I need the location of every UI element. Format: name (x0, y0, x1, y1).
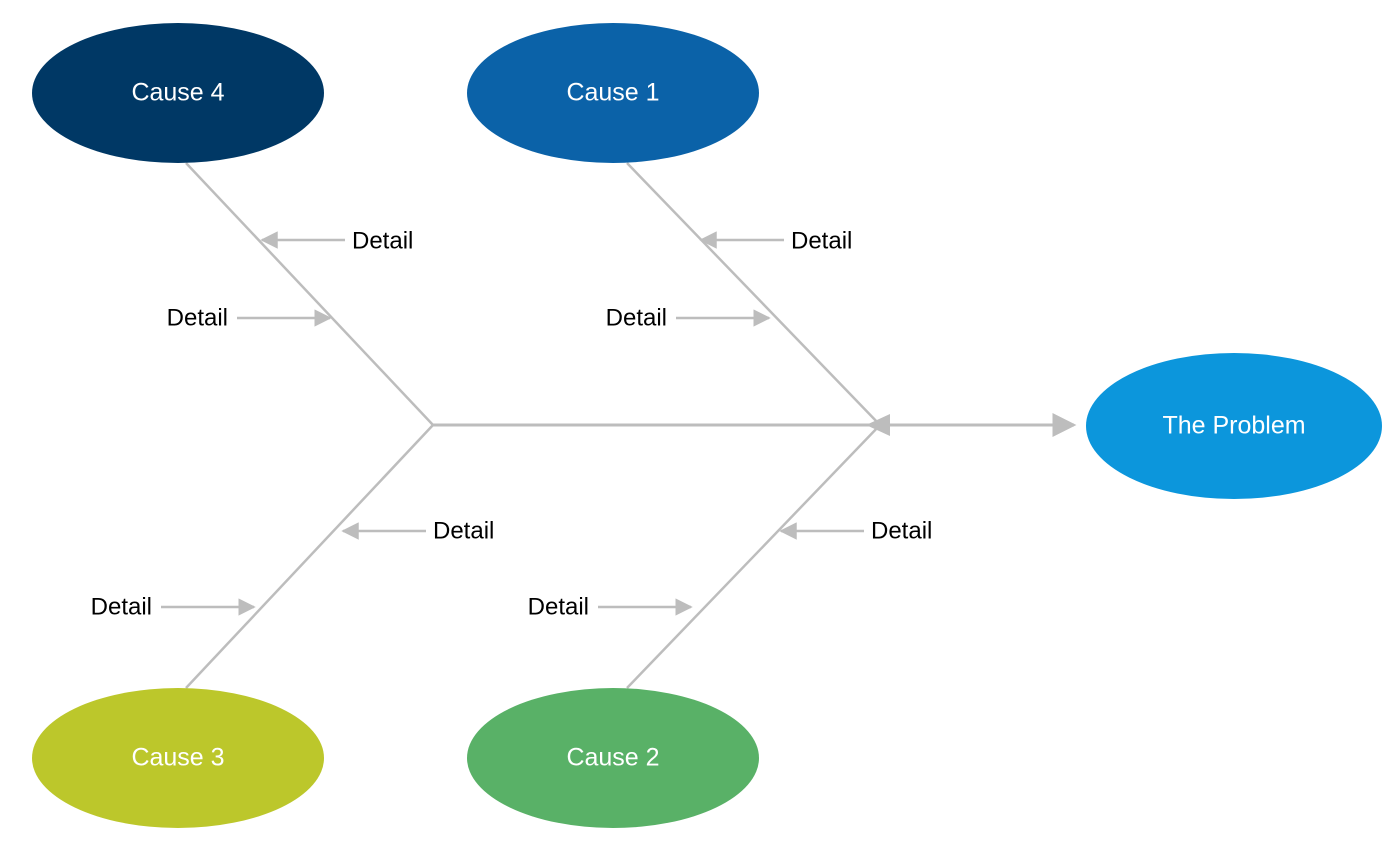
detail-label-c3-upper[interactable]: Detail (433, 517, 494, 544)
problem-ellipse[interactable] (1086, 353, 1382, 499)
cause-2-label: Cause 2 (566, 744, 659, 772)
detail-label-c4-lower[interactable]: Detail (167, 304, 228, 331)
cause-node-cause-3[interactable]: Cause 3 (32, 688, 324, 828)
detail-label-c1-lower[interactable]: Detail (606, 304, 667, 331)
problem-label: The Problem (1162, 412, 1305, 440)
cause-1-label: Cause 1 (566, 79, 659, 107)
cause-1-ellipse[interactable] (467, 23, 759, 163)
problem-node[interactable]: The Problem (1086, 353, 1382, 499)
detail-label-c4-upper[interactable]: Detail (352, 227, 413, 254)
spine-mid-arrowhead (866, 414, 890, 436)
detail-label-c2-upper[interactable]: Detail (871, 517, 932, 544)
detail-label-c1-upper[interactable]: Detail (791, 227, 852, 254)
bone-lines (185, 162, 881, 689)
detail-label-c2-lower[interactable]: Detail (528, 593, 589, 620)
cause-3-label: Cause 3 (131, 744, 224, 772)
cause-node-cause-2[interactable]: Cause 2 (467, 688, 759, 828)
cause-4-label: Cause 4 (131, 79, 224, 107)
cause-4-ellipse[interactable] (32, 23, 324, 163)
bone-line-cause-4 (185, 162, 434, 426)
cause-2-ellipse[interactable] (467, 688, 759, 828)
cause-node-cause-1[interactable]: Cause 1 (467, 23, 759, 163)
cause-3-ellipse[interactable] (32, 688, 324, 828)
bone-line-cause-2 (626, 424, 881, 689)
detail-arrows (161, 231, 864, 616)
bone-line-cause-1 (626, 162, 881, 426)
detail-labels: Detail Detail Detail Detail Detail Detai… (91, 227, 933, 620)
spine-group (433, 413, 1077, 437)
cause-node-cause-4[interactable]: Cause 4 (32, 23, 324, 163)
detail-label-c3-lower[interactable]: Detail (91, 593, 152, 620)
bone-line-cause-3 (185, 424, 434, 689)
